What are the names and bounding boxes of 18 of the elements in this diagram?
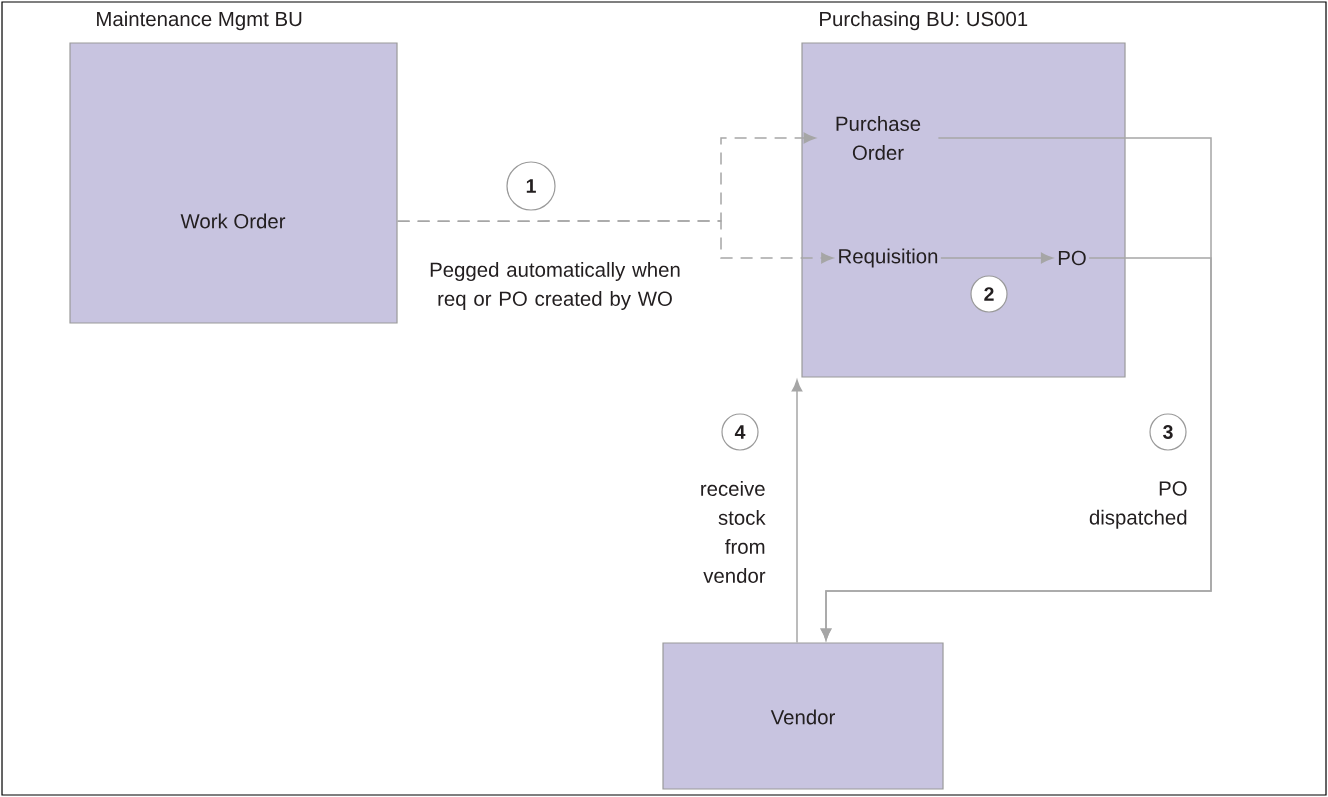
edge-label: Pegged automatically when req or PO created by WO bbox=[422, 260, 688, 312]
document-label: Purchase Order bbox=[836, 116, 921, 160]
callout-number: 1 bbox=[506, 161, 556, 211]
node-label: Purchasing BU: US001 bbox=[820, 11, 1028, 31]
arrow bbox=[791, 379, 803, 644]
node-label: Maintenance Mgmt BU bbox=[97, 11, 302, 31]
callout-number: 4 bbox=[721, 413, 759, 451]
business-unit-box: Maintenance Mgmt BU Work Order bbox=[69, 11, 398, 324]
callout-number: 3 bbox=[1149, 413, 1187, 451]
arrow bbox=[940, 252, 1053, 264]
callout-number: 2 bbox=[970, 275, 1008, 313]
process-box: Vendor bbox=[662, 642, 944, 790]
edge-label: PO dispatched bbox=[1081, 479, 1190, 531]
arrow bbox=[396, 220, 834, 264]
document-label: PO bbox=[1058, 250, 1086, 266]
arrow bbox=[820, 257, 1212, 641]
document-label: Requisition bbox=[839, 248, 938, 268]
edge-label: receive stock from vendor bbox=[691, 479, 768, 585]
